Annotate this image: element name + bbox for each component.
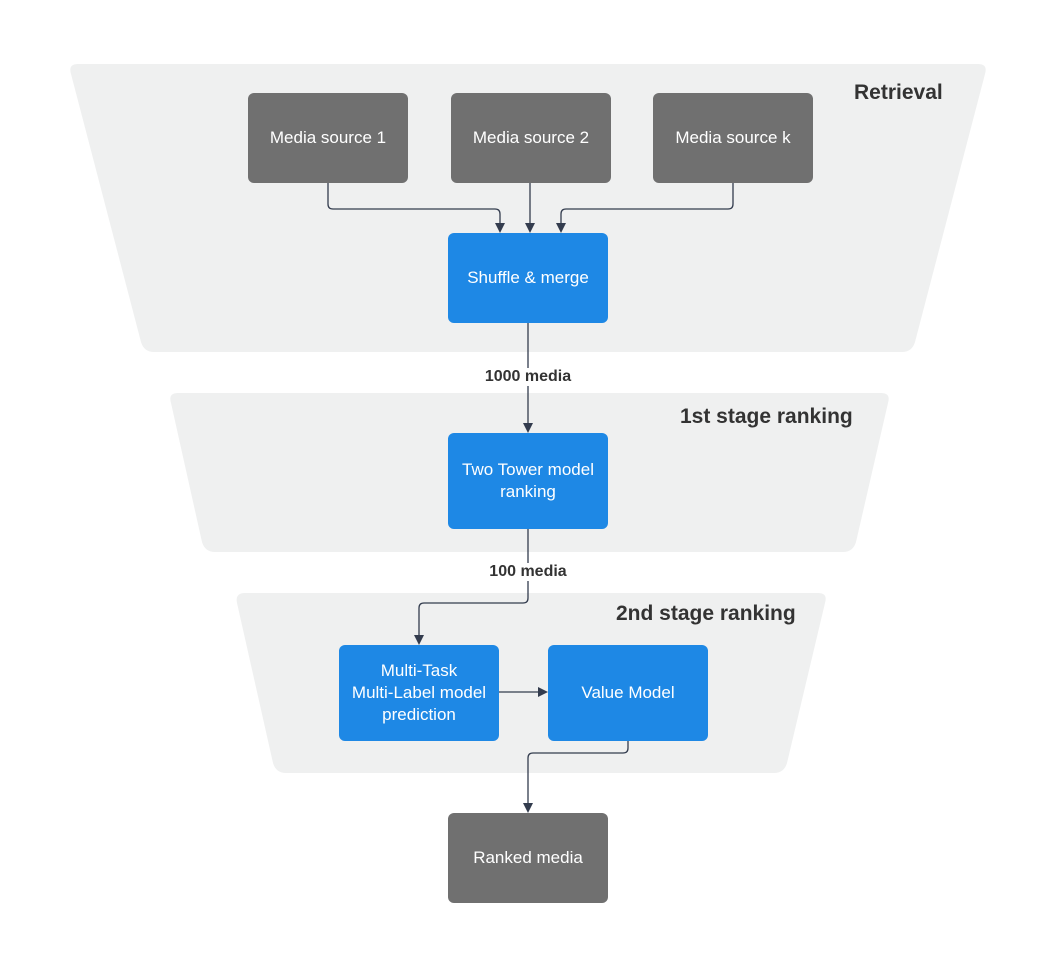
shuffle-merge-label: Shuffle & merge <box>467 268 589 287</box>
first-stage-ranking-title: 1st stage ranking <box>680 405 853 428</box>
multi-task-label-line-1: Multi-Task <box>380 661 458 680</box>
media-source-k-label: Media source k <box>675 128 791 147</box>
retrieval-stage-title: Retrieval <box>854 81 943 104</box>
media-source-2-label: Media source 2 <box>472 128 590 147</box>
value-model-label: Value Model <box>581 683 675 702</box>
ranked-media-label: Ranked media <box>473 848 583 867</box>
two-tower-label-line-1: Two Tower model <box>462 460 594 479</box>
connector-source-1-to-merge <box>327 183 505 233</box>
edge-label-1000-media: 1000 media <box>484 368 572 386</box>
two-tower-label-line-2: ranking <box>500 482 556 501</box>
connector-two-tower-to-multi-task <box>414 529 529 645</box>
shuffle-merge-node[interactable]: Shuffle & merge <box>448 233 608 323</box>
ranked-media-node[interactable]: Ranked media <box>448 813 608 903</box>
edge-label-100-media: 100 media <box>489 563 567 581</box>
second-stage-ranking-title: 2nd stage ranking <box>616 602 796 625</box>
connector-value-model-to-ranked-media <box>523 741 629 813</box>
media-source-1-label: Media source 1 <box>269 128 387 147</box>
multi-task-label-line-2: Multi-Label model <box>351 683 487 702</box>
media-source-2-node[interactable]: Media source 2 <box>451 93 611 183</box>
connector-source-k-to-merge <box>556 183 734 233</box>
media-source-k-node[interactable]: Media source k <box>653 93 813 183</box>
media-source-1-node[interactable]: Media source 1 <box>248 93 408 183</box>
multi-task-model-node[interactable]: Multi-Task Multi-Label model prediction <box>339 645 499 741</box>
two-tower-model-node[interactable]: Two Tower model ranking <box>448 433 608 529</box>
value-model-node[interactable]: Value Model <box>548 645 708 741</box>
multi-task-label-line-3: prediction <box>382 705 456 724</box>
